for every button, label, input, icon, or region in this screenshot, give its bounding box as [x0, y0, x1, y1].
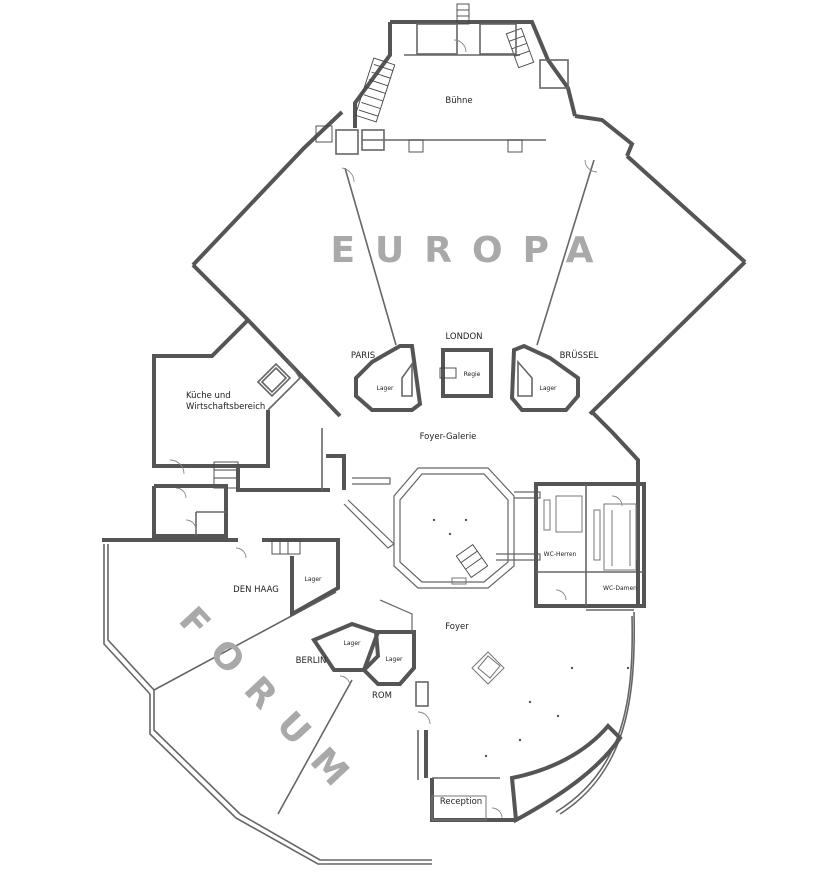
stage-stairs-right [505, 27, 535, 69]
room-label-regie: Regie [464, 371, 481, 378]
foyer-galerie-gallery [343, 467, 541, 589]
room-label-wc-herren: WC-Herren [544, 551, 577, 558]
forum-walls [102, 538, 487, 865]
stage-stairs-left [354, 57, 396, 123]
room-label-lager-den-haag: Lager [305, 576, 323, 583]
room-label-rom: ROM [372, 691, 392, 701]
service-rooms-lower [152, 484, 228, 538]
room-label-kueche-line2: Wirtschaftsbereich [186, 402, 265, 412]
room-label-london: LONDON [445, 332, 482, 342]
room-label-buehne: Bühne [445, 96, 472, 106]
room-label-paris: PARIS [351, 351, 375, 361]
room-label-lager-rom: Lager [386, 656, 404, 663]
zone-labels: EUROPA FORUM [171, 230, 613, 809]
room-label-den-haag: DEN HAAG [233, 585, 279, 595]
room-label-foyer: Foyer [445, 622, 469, 632]
room-labels: Bühne LONDON PARIS BRÜSSEL Lager Regie L… [186, 96, 637, 807]
room-label-bruessel: BRÜSSEL [560, 350, 599, 361]
room-label-wc-damen: WC-Damen [603, 585, 637, 592]
room-label-reception: Reception [440, 797, 482, 807]
room-label-foyer-galerie: Foyer-Galerie [420, 432, 477, 442]
bruessel-lager-room [509, 343, 580, 412]
stage-side-rooms [315, 23, 598, 183]
room-label-kueche-line1: Küche und [186, 391, 231, 401]
paris-lager-room [354, 344, 423, 412]
room-label-berlin: BERLIN [296, 656, 327, 666]
room-label-lager-bruessel: Lager [540, 385, 558, 392]
zone-label-europa: EUROPA [330, 230, 613, 271]
regie-room [439, 348, 493, 398]
room-label-lager-paris: Lager [377, 385, 395, 392]
wc-block [534, 482, 646, 608]
room-label-lager-berlin: Lager [344, 640, 362, 647]
kitchen-walls [152, 318, 346, 499]
foyer-outer-walls [415, 560, 640, 824]
roof-ladder [456, 3, 470, 25]
